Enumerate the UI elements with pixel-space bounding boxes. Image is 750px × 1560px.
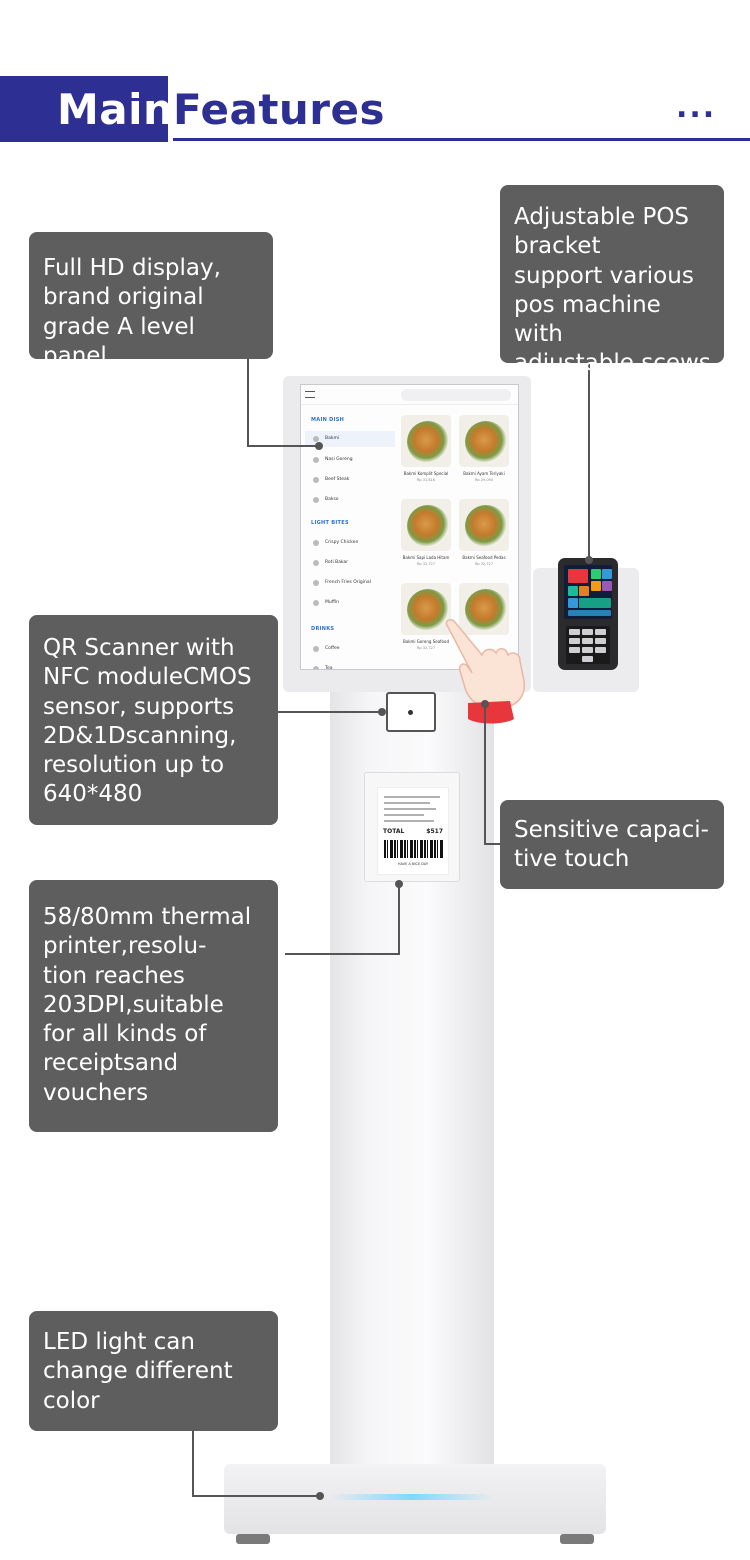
leader-line (247, 445, 319, 447)
callout-display: Full HD display, brand original grade A … (29, 232, 273, 369)
barcode-icon (384, 840, 444, 858)
callout-led: LED light can change different color (29, 1311, 278, 1431)
screen-food-card: Bakmi Ayam Teriyaki Rp 29,090 (457, 413, 511, 491)
screen-category-sidebar: MAIN DISH Bakmi Nasi Goreng Beef Steak B… (301, 407, 395, 669)
leader-line (278, 711, 382, 713)
callout-printer: 58/80mm thermal printer,resolu- tion rea… (29, 880, 278, 1132)
callout-qr-scanner: QR Scanner with NFC moduleCMOS sensor, s… (29, 615, 278, 825)
ellipsis-icon: ... (676, 90, 717, 125)
leader-dot (316, 1492, 324, 1500)
leader-line (484, 704, 486, 845)
food-name: Bakmi Seafood Pedas (462, 555, 506, 560)
screen-section-title: MAIN DISH (311, 417, 345, 423)
leader-line (285, 953, 400, 955)
food-price: Rp 31,818 (416, 478, 435, 482)
screen-menu-item: Bakso (305, 492, 395, 508)
food-name: Bakmi Ayam Teriyaki (463, 471, 505, 476)
callout-touch: Sensitive capaci- tive touch (500, 800, 724, 889)
receipt-printer: TOTAL $517 HAVE A NICE DAY (364, 772, 460, 882)
leader-dot (315, 442, 323, 450)
food-price: Rp 29,090 (474, 478, 493, 482)
screen-menu-item: Coffee (305, 641, 395, 657)
food-photo-icon (465, 505, 507, 547)
food-price: Rp 32,727 (474, 562, 493, 566)
leader-dot (585, 556, 593, 564)
screen-section-title: LIGHT BITES (311, 520, 349, 526)
leader-line (588, 363, 590, 561)
screen-menu-item: Muffin (305, 595, 395, 611)
callout-pos-bracket: Adjustable POS bracket support various p… (500, 185, 724, 376)
heading-underline (173, 138, 750, 141)
screen-top-bar (301, 385, 518, 405)
receipt-total-amount: $517 (426, 828, 443, 835)
screen-food-card: Bakmi Sapi Lada Hitam Rp 32,727 (399, 497, 453, 575)
food-photo-icon (465, 421, 507, 463)
leader-line (484, 843, 500, 845)
kiosk-foot-right (560, 1534, 594, 1544)
screen-section-title: DRINKS (311, 626, 335, 632)
led-light-strip (330, 1494, 494, 1500)
hamburger-menu-icon (305, 391, 315, 398)
screen-menu-item: Nasi Goreng (305, 452, 395, 468)
pos-terminal (558, 558, 618, 670)
food-photo-icon (465, 589, 507, 631)
printed-receipt: TOTAL $517 HAVE A NICE DAY (377, 787, 449, 875)
pointing-hand-icon (445, 618, 526, 724)
heading-main: Main (0, 76, 173, 142)
receipt-total-label: TOTAL (383, 828, 405, 835)
food-name: Bakmi Komplit Special (403, 471, 449, 476)
screen-menu-item: French Fries Original (305, 575, 395, 591)
food-photo-icon (407, 589, 449, 631)
leader-line (247, 359, 249, 447)
heading-features: Features (173, 85, 385, 134)
kiosk-screen: MAIN DISH Bakmi Nasi Goreng Beef Steak B… (300, 384, 519, 670)
screen-menu-item: Beef Steak (305, 472, 395, 488)
screen-food-card: Bakmi Seafood Pedas Rp 32,727 (457, 497, 511, 575)
kiosk-foot-left (236, 1534, 270, 1544)
leader-line (192, 1431, 194, 1497)
screen-food-card: Bakmi Komplit Special Rp 31,818 (399, 413, 453, 491)
pos-terminal-screen (564, 565, 612, 619)
screen-food-grid: Bakmi Komplit Special Rp 31,818 Bakmi Ay… (397, 411, 517, 669)
pos-keypad (566, 626, 610, 664)
food-price: Rp 32,727 (416, 562, 435, 566)
leader-line (192, 1495, 320, 1497)
food-name: Bakmi Sapi Lada Hitam (402, 555, 450, 560)
food-photo-icon (407, 505, 449, 547)
screen-menu-item: Roti Bakar (305, 555, 395, 571)
printer-status-leds (395, 777, 435, 792)
receipt-footer: HAVE A NICE DAY (397, 862, 429, 866)
leader-dot (378, 708, 386, 716)
screen-menu-item: Crispy Chicken (305, 535, 395, 551)
food-name: Bakmi Goreng Seafood (403, 639, 449, 644)
leader-line (398, 884, 400, 955)
screen-food-card: Bakmi Goreng Seafood Rp 32,727 (399, 581, 453, 659)
screen-food-card (457, 581, 511, 659)
leader-dot (395, 880, 403, 888)
screen-search-bar (401, 389, 511, 401)
screen-menu-item: Tea (305, 661, 395, 669)
food-photo-icon (407, 421, 449, 463)
food-price: Rp 32,727 (416, 646, 435, 650)
leader-dot (481, 700, 489, 708)
qr-scanner-window (386, 692, 436, 732)
screen-menu-item: Bakmi (305, 431, 395, 447)
